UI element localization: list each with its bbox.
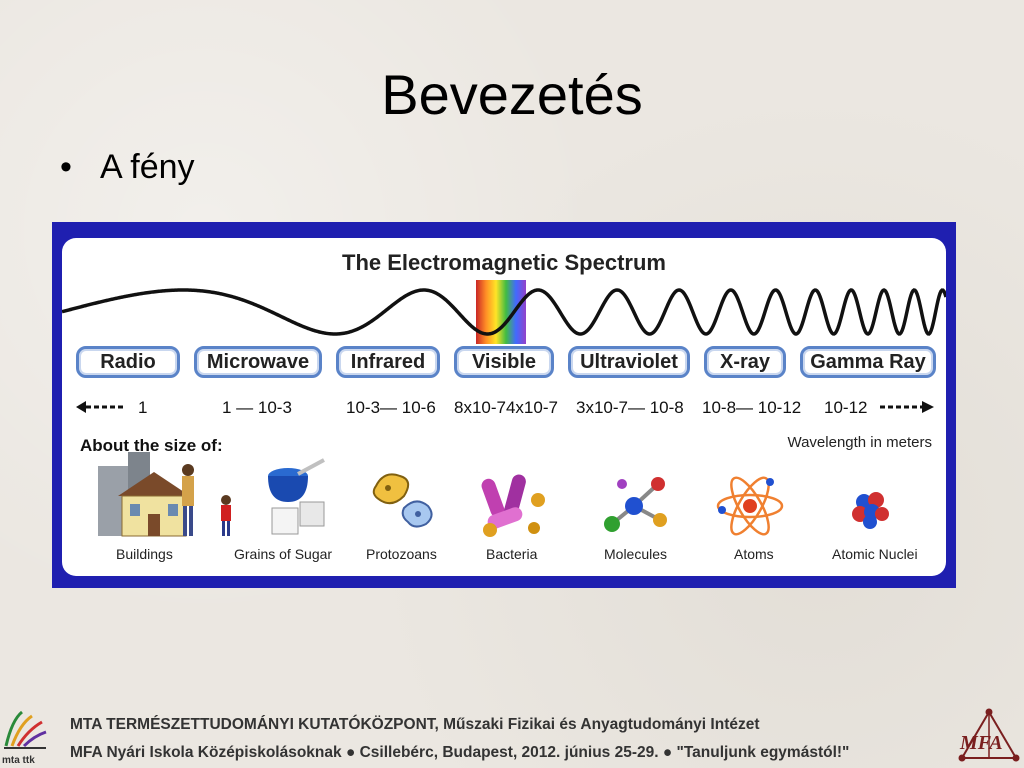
band-visible: Visible xyxy=(454,346,554,378)
wavelength-ultraviolet: 3x10-7— 10-8 xyxy=(576,398,684,417)
bullet-item: • A fény xyxy=(60,148,195,187)
object-label-molecules: Molecules xyxy=(604,546,668,562)
wavelength-gamma: 10-12 xyxy=(824,398,868,417)
atom-icon xyxy=(716,476,784,536)
band-xray: X-ray xyxy=(704,346,786,378)
bullet-marker: • xyxy=(60,148,72,186)
object-label-atoms: Atoms xyxy=(734,546,774,562)
figure-panel: The Electromagnetic Spectrum Radio Micro… xyxy=(62,238,946,576)
wavelength-xray: 10-8— 10-12 xyxy=(702,398,802,417)
wavelength-infrared: 10-3— 10-6 xyxy=(346,398,436,417)
about-size-label: About the size of: xyxy=(80,436,223,455)
footer: mta ttk MTA TERMÉSZETTUDOMÁNYI KUTATÓKÖZ… xyxy=(0,706,1024,768)
footer-line-1: MTA TERMÉSZETTUDOMÁNYI KUTATÓKÖZPONT, Mű… xyxy=(70,716,760,733)
band-microwave: Microwave xyxy=(194,346,322,378)
mfa-logo-icon xyxy=(958,708,1020,762)
wavelength-visible: 8x10-74x10-7 xyxy=(454,398,558,417)
object-label-nuclei: Atomic Nuclei xyxy=(832,546,918,562)
mta-logo-icon xyxy=(4,710,47,749)
band-radio: Radio xyxy=(76,346,180,378)
slide-title: Bevezetés xyxy=(381,63,643,126)
object-label-protozoans: Protozoans xyxy=(366,546,437,562)
bacteria-icon xyxy=(481,474,545,537)
arrow-right-icon xyxy=(880,401,934,413)
object-label-buildings: Buildings xyxy=(116,546,173,562)
protozoa-icon xyxy=(372,473,433,528)
buildings-icon xyxy=(98,452,231,537)
mta-ttk-logo: mta ttk xyxy=(2,710,48,766)
mfa-logo: MFA xyxy=(956,708,1022,766)
molecules-icon xyxy=(604,477,667,532)
bullet-text: A fény xyxy=(100,148,195,186)
band-ultraviolet: Ultraviolet xyxy=(568,346,690,378)
object-label-bacteria: Bacteria xyxy=(486,546,538,562)
sugar-icon xyxy=(268,458,325,535)
band-infrared: Infrared xyxy=(336,346,440,378)
logo-right-text: MFA xyxy=(960,732,1003,754)
band-gamma-ray: Gamma Ray xyxy=(800,346,936,378)
nucleus-icon xyxy=(852,492,889,529)
object-label-sugar: Grains of Sugar xyxy=(234,546,333,562)
em-spectrum-figure: The Electromagnetic Spectrum Radio Micro… xyxy=(52,222,956,588)
figure-title: The Electromagnetic Spectrum xyxy=(342,250,666,275)
wavelength-unit-label: Wavelength in meters xyxy=(787,434,932,451)
arrow-left-icon xyxy=(76,401,126,413)
wave-graphic xyxy=(62,280,946,344)
wavelength-microwave: 1 — 10-3 xyxy=(222,398,292,417)
wavelength-radio: 1 xyxy=(138,398,148,417)
logo-left-text: mta ttk xyxy=(2,755,35,766)
footer-line-2: MFA Nyári Iskola Középiskolásoknak ● Csi… xyxy=(70,744,850,761)
